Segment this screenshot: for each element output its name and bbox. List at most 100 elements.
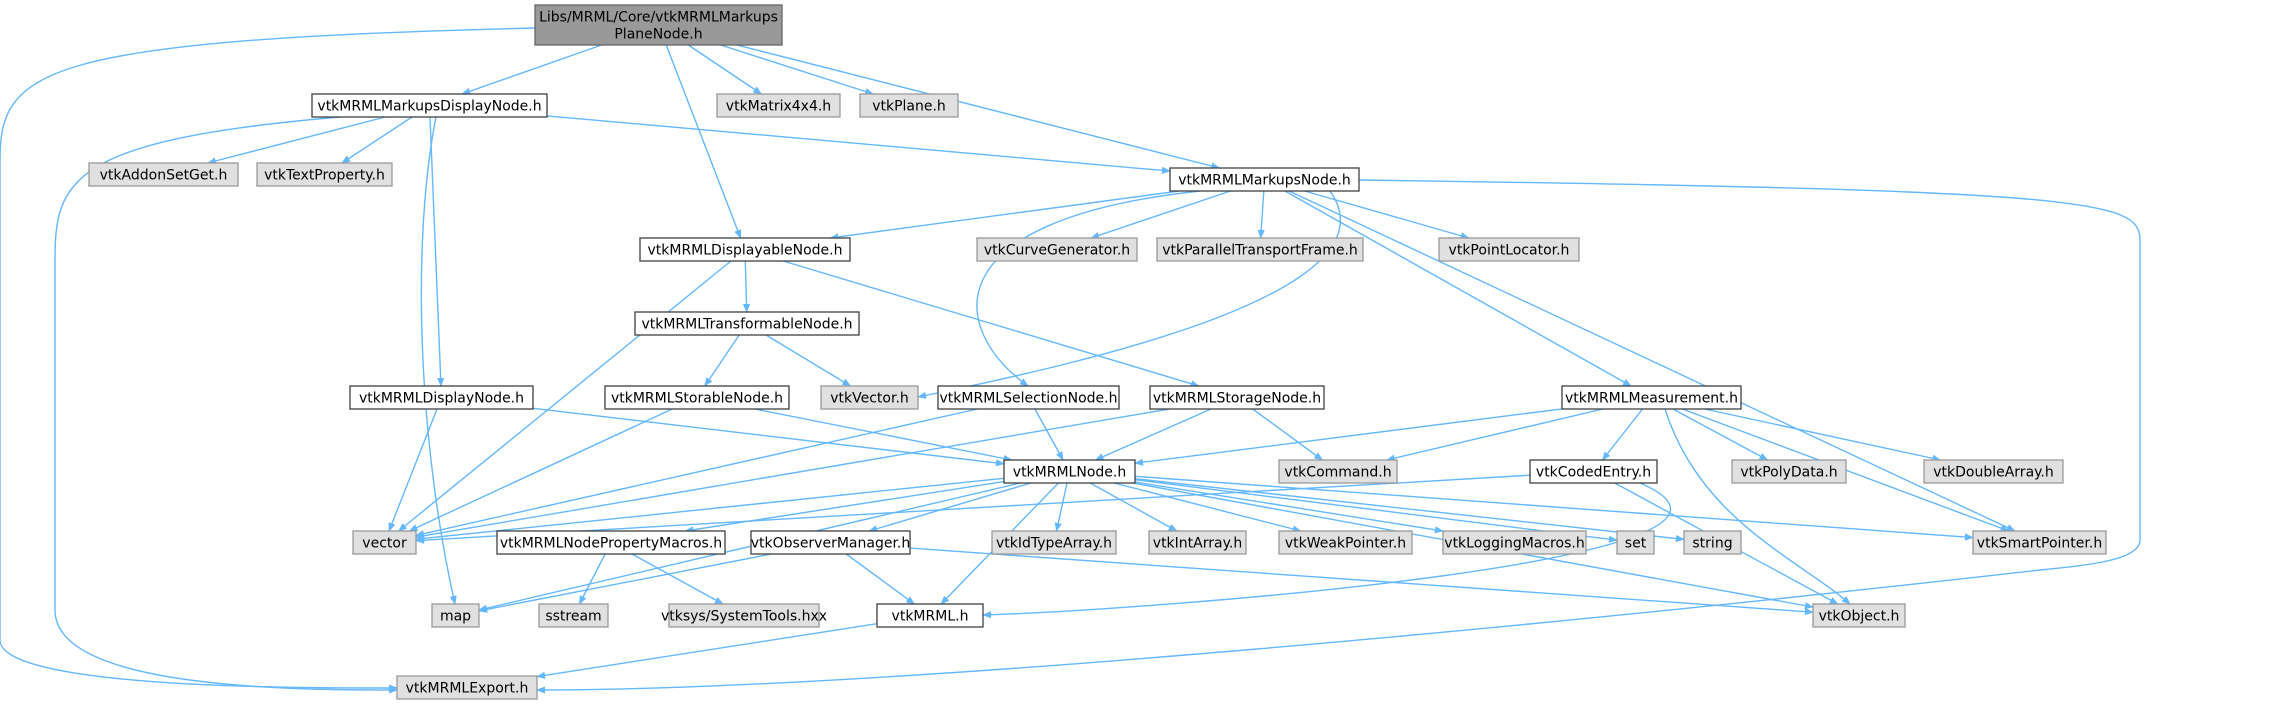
node-label: Libs/MRML/Core/vtkMRMLMarkups <box>539 10 778 26</box>
node-label: map <box>440 609 471 625</box>
node-box <box>716 93 841 118</box>
node-box <box>311 93 548 118</box>
nodes-layer: Libs/MRML/Core/vtkMRMLMarkupsPlaneNode.h… <box>88 4 2107 700</box>
edge-selection-to-vector <box>415 408 978 538</box>
node-label: vtkPolyData.h <box>1740 465 1837 481</box>
node-box <box>1972 530 2107 555</box>
node-label: vtkPointLocator.h <box>1449 243 1570 259</box>
node-label: vtkLoggingMacros.h <box>1444 536 1584 552</box>
node-box <box>1812 603 1906 628</box>
edge-markupsnode-to-pointlocator <box>1304 190 1470 240</box>
node-addonsetget: vtkAddonSetGet.h <box>88 162 239 187</box>
node-intarray: vtkIntArray.h <box>1148 530 1247 555</box>
node-box <box>352 530 417 555</box>
edge-markupsnode-to-displayable <box>829 190 1180 241</box>
node-box <box>431 603 480 628</box>
edge-markupsdisplay-to-mrmlexport <box>54 116 398 694</box>
edge-displaynode-to-vector <box>388 408 438 532</box>
edge-mrmlnode-to-observer <box>868 482 1031 533</box>
node-markupsdisplay[interactable]: vtkMRMLMarkupsDisplayNode.h <box>311 93 548 118</box>
node-label: vtkMRMLNodePropertyMacros.h <box>500 536 722 552</box>
edge-measurement-to-codedentry <box>1601 408 1644 461</box>
node-box <box>1683 530 1742 555</box>
node-measurement[interactable]: vtkMRMLMeasurement.h <box>1561 385 1742 410</box>
node-label: vtkMRMLMeasurement.h <box>1565 391 1738 407</box>
node-label: sstream <box>545 609 601 625</box>
edge-root-to-displayable <box>665 44 742 239</box>
node-box <box>534 4 783 46</box>
node-doublearray: vtkDoubleArray.h <box>1923 459 2064 484</box>
edge-mrmlnode-to-propmacros <box>684 480 1005 534</box>
node-label: vtkMRMLDisplayNode.h <box>359 391 524 407</box>
node-label: vector <box>362 536 407 552</box>
edge-root-to-mrmlexport <box>0 27 536 692</box>
node-systemtools: vtksys/SystemTools.hxx <box>661 603 827 628</box>
edge-markupsdisplay-to-map <box>420 116 457 605</box>
edge-storable-to-vector <box>408 408 673 532</box>
node-box <box>668 603 820 628</box>
node-label: vtkVector.h <box>830 391 909 407</box>
edge-storage-to-command <box>1252 408 1324 461</box>
node-box <box>750 530 911 555</box>
node-polydata: vtkPolyData.h <box>1731 459 1847 484</box>
node-label: vtkSmartPointer.h <box>1977 536 2102 552</box>
node-codedentry[interactable]: vtkCodedEntry.h <box>1529 459 1658 484</box>
node-box <box>1003 459 1136 484</box>
node-vtkmrml[interactable]: vtkMRML.h <box>876 603 984 628</box>
node-label: vtkDoubleArray.h <box>1933 465 2054 481</box>
node-storage[interactable]: vtkMRMLStorageNode.h <box>1149 385 1325 410</box>
edge-mrmlnode-to-intarray <box>1089 482 1178 532</box>
node-box <box>496 530 726 555</box>
node-storable[interactable]: vtkMRMLStorableNode.h <box>604 385 790 410</box>
edge-markupsdisplay-to-displaynode <box>429 116 445 387</box>
edges-layer <box>0 27 2141 694</box>
node-box <box>1442 530 1587 555</box>
node-transformable[interactable]: vtkMRMLTransformableNode.h <box>634 311 860 336</box>
edge-observer-to-vtkobject <box>909 547 1814 616</box>
node-smartpointer: vtkSmartPointer.h <box>1972 530 2107 555</box>
node-vector: vector <box>352 530 417 555</box>
edge-measurement-to-polydata <box>1672 408 1769 461</box>
edge-markupsnode-to-measurement <box>1284 190 1632 387</box>
node-markupsnode[interactable]: vtkMRMLMarkupsNode.h <box>1169 167 1360 192</box>
node-label: PlaneNode.h <box>614 27 702 43</box>
node-label: vtkMRMLDisplayableNode.h <box>647 243 842 259</box>
node-displayable[interactable]: vtkMRMLDisplayableNode.h <box>639 237 851 262</box>
node-label: vtkMRMLMarkupsNode.h <box>1178 173 1351 189</box>
edge-displayable-to-storage <box>782 260 1200 388</box>
node-propmacros[interactable]: vtkMRMLNodePropertyMacros.h <box>496 530 726 555</box>
node-box <box>820 385 919 410</box>
node-label: vtkTextProperty.h <box>264 168 385 184</box>
node-label: vtkObserverManager.h <box>751 536 911 552</box>
node-box <box>88 162 239 187</box>
node-selection[interactable]: vtkMRMLSelectionNode.h <box>937 385 1120 410</box>
node-label: vtkParallelTransportFrame.h <box>1162 243 1358 259</box>
node-box <box>604 385 790 410</box>
node-box <box>256 162 393 187</box>
node-box <box>1438 237 1580 262</box>
node-label: vtkMRML.h <box>892 609 969 625</box>
edge-markupsnode-to-selection <box>976 190 1201 387</box>
node-label: vtkMRMLSelectionNode.h <box>940 391 1118 407</box>
node-observer[interactable]: vtkObserverManager.h <box>750 530 911 555</box>
node-label: vtkIntArray.h <box>1153 536 1242 552</box>
node-displaynode[interactable]: vtkMRMLDisplayNode.h <box>349 385 534 410</box>
node-label: vtkPlane.h <box>872 99 946 115</box>
edge-vtkmrml-to-mrmlexport <box>536 623 878 679</box>
node-string: string <box>1683 530 1742 555</box>
node-label: vtkCommand.h <box>1284 465 1391 481</box>
edge-markupsnode-to-vtkvector <box>917 190 1341 399</box>
node-mrmlnode[interactable]: vtkMRMLNode.h <box>1003 459 1136 484</box>
edge-markupsnode-to-mrmlexport <box>536 179 2141 694</box>
node-box <box>1149 385 1325 410</box>
edge-mrmlnode-to-weakpointer <box>1114 482 1302 533</box>
node-map: map <box>431 603 480 628</box>
node-label: vtksys/SystemTools.hxx <box>661 609 827 625</box>
node-sstream: sstream <box>538 603 609 628</box>
node-box <box>1923 459 2064 484</box>
node-box <box>1156 237 1364 262</box>
node-mrmlexport: vtkMRMLExport.h <box>396 675 538 700</box>
node-label: string <box>1692 536 1732 552</box>
